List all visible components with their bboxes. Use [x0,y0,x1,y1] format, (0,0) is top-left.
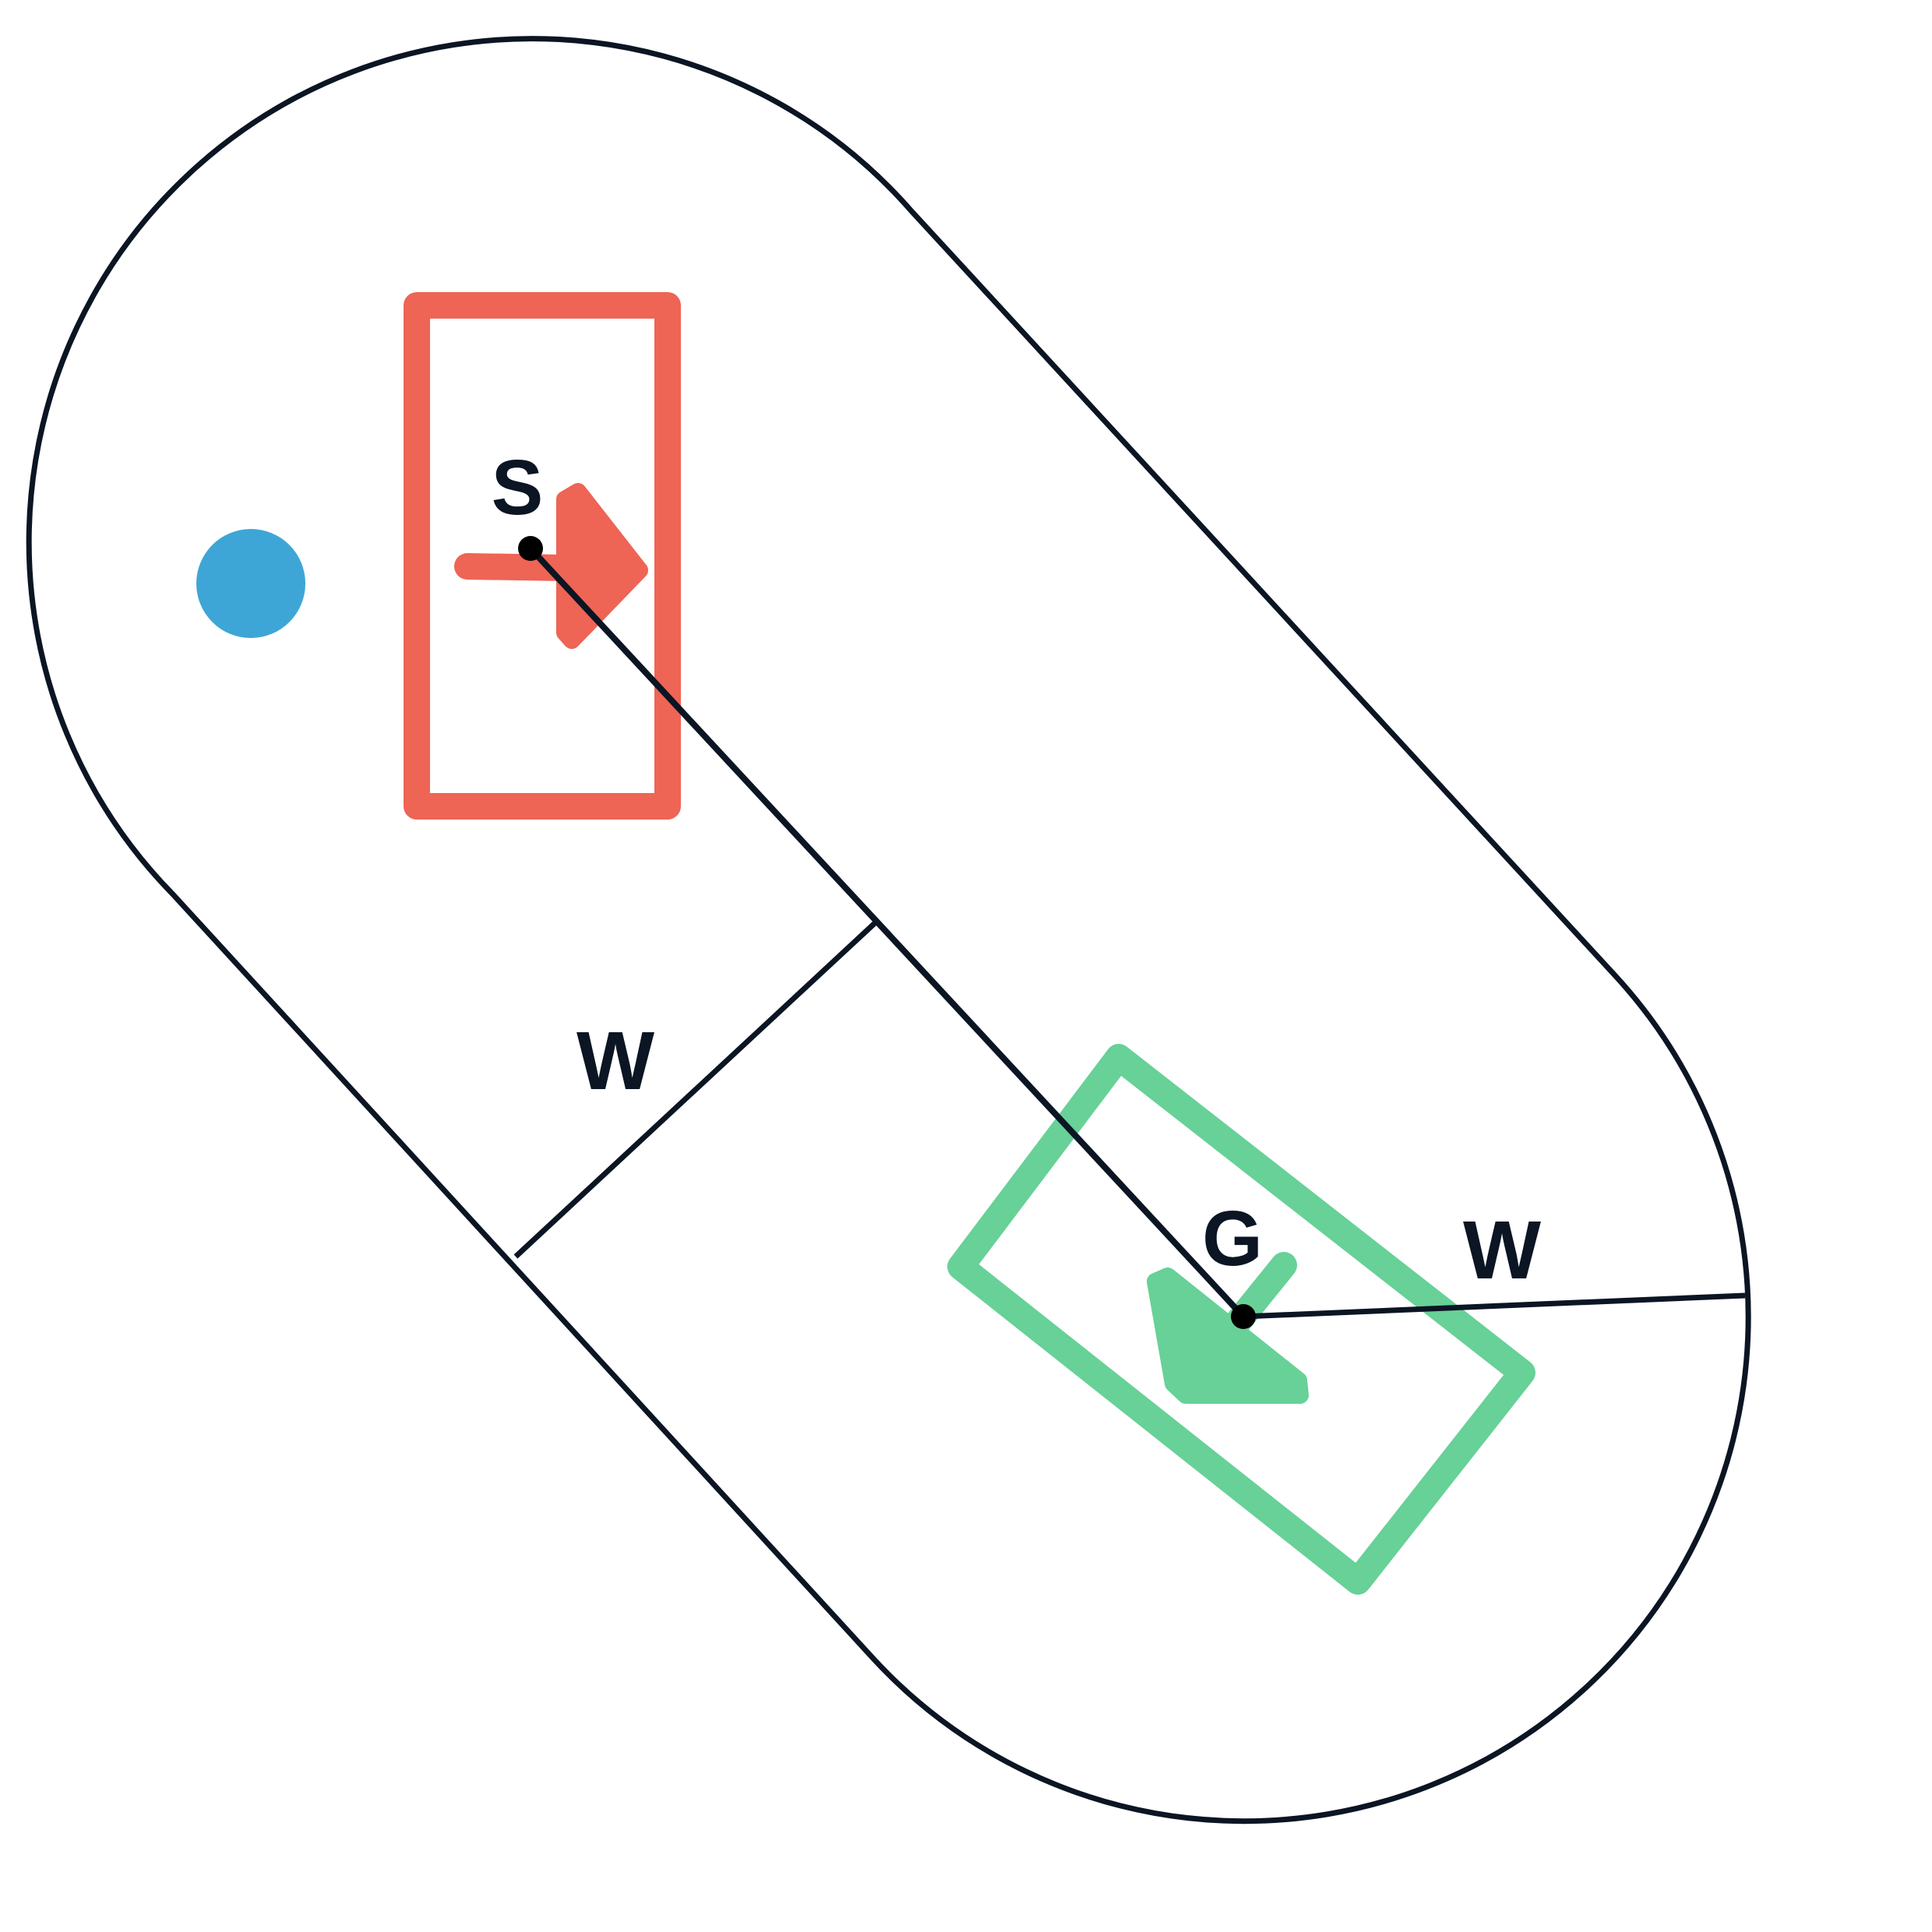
start-arrow-head [556,483,648,649]
goal-arrow-head [1147,1267,1309,1404]
goal-vehicle-rect [947,1044,1535,1595]
width-label-left: W [576,1015,654,1107]
goal-label: G [1202,1195,1263,1282]
start-goal-line [528,546,1246,1319]
start-label: S [492,444,544,531]
corridor-boundary [26,36,1751,1824]
width-line-left [513,920,878,1259]
start-vehicle-rect [404,292,681,820]
start-point [518,536,543,561]
obstacle-circle [196,529,305,638]
goal-point [1231,1304,1256,1329]
width-line-right [1243,1292,1746,1320]
width-label-right: W [1463,1204,1541,1296]
start-pose [404,292,681,820]
